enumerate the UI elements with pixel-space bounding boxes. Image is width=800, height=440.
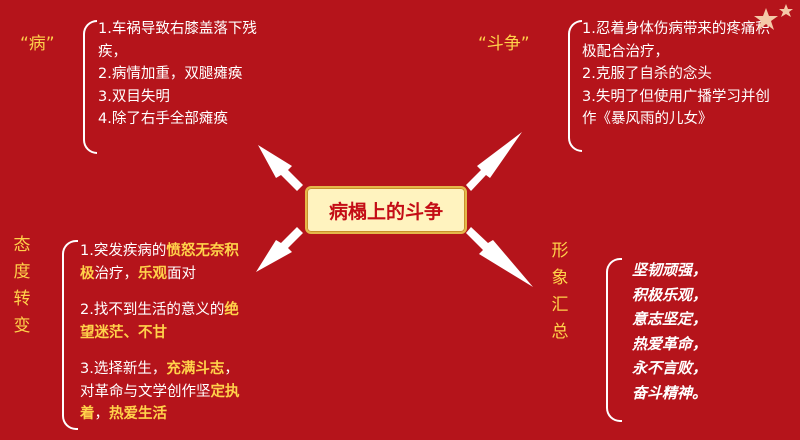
brace-struggle	[568, 20, 582, 152]
list-item: 热爱革命，	[632, 334, 708, 353]
brace-illness	[83, 20, 97, 154]
list-item: 3.双目失明	[98, 88, 170, 105]
list-item: 2.找不到生活的意义的绝望迷茫、不甘	[80, 302, 239, 341]
list-item: 意志坚定，	[632, 310, 708, 328]
struggle-list: 1.忍着身体伤病带来的疼痛积极配合治疗， 2.克服了自杀的念头 3.失明了但使用…	[582, 18, 770, 131]
label-char: 转	[13, 289, 31, 309]
label-illness: “病”	[20, 34, 55, 54]
list-item: 3.失明了但使用广播学习并创作《暴风雨的儿女》	[582, 88, 770, 128]
attitude-list: 1.突发疾病的愤怒无奈积极治疗，乐观面对 2.找不到生活的意义的绝望迷茫、不甘 …	[80, 240, 252, 426]
star-icon	[754, 4, 793, 30]
arrow-top-right	[466, 132, 522, 191]
label-attitude-change: 态 度 转 变	[12, 232, 32, 340]
arrow-bottom-right	[466, 227, 533, 287]
illness-list: 1.车祸导致右膝盖落下残疾， 2.病情加重，双腿瘫痪 3.双目失明 4.除了右手…	[98, 18, 258, 131]
label-char: 态	[13, 235, 31, 255]
arrow-top-left	[258, 145, 303, 191]
list-item: 1.突发疾病的愤怒无奈积极治疗，乐观面对	[80, 243, 239, 282]
list-item: 坚韧顽强，	[632, 261, 708, 279]
label-char: 总	[551, 322, 569, 342]
label-char: 汇	[551, 295, 569, 315]
label-char: 变	[13, 316, 31, 336]
arrow-bottom-left	[256, 227, 303, 272]
brace-traits	[606, 258, 622, 422]
label-char: 象	[551, 268, 569, 288]
label-image-summary: 形 象 汇 总	[550, 238, 570, 346]
list-item: 1.忍着身体伤病带来的疼痛积极配合治疗，	[582, 21, 770, 60]
list-item: 永不言败，	[632, 359, 708, 377]
list-item: 3.选择新生，充满斗志，对革命与文学创作坚定执着，热爱生活	[80, 361, 240, 422]
label-struggle: “斗争”	[478, 34, 530, 54]
traits-list: 坚韧顽强， 积极乐观， 意志坚定， 热爱革命， 永不言败， 奋斗精神。	[632, 258, 707, 405]
list-item: 1.车祸导致右膝盖落下残疾，	[98, 21, 257, 60]
center-topic: 病榻上的斗争	[305, 186, 467, 234]
list-item: 2.病情加重，双腿瘫痪	[98, 66, 243, 82]
list-item: 积极乐观，	[632, 285, 708, 304]
list-item: 2.克服了自杀的念头	[582, 66, 712, 82]
list-item: 4.除了右手全部瘫痪	[98, 111, 228, 127]
label-char: 形	[551, 241, 569, 261]
label-char: 度	[13, 262, 31, 282]
brace-attitude	[62, 240, 78, 430]
list-item: 奋斗精神。	[632, 383, 708, 402]
